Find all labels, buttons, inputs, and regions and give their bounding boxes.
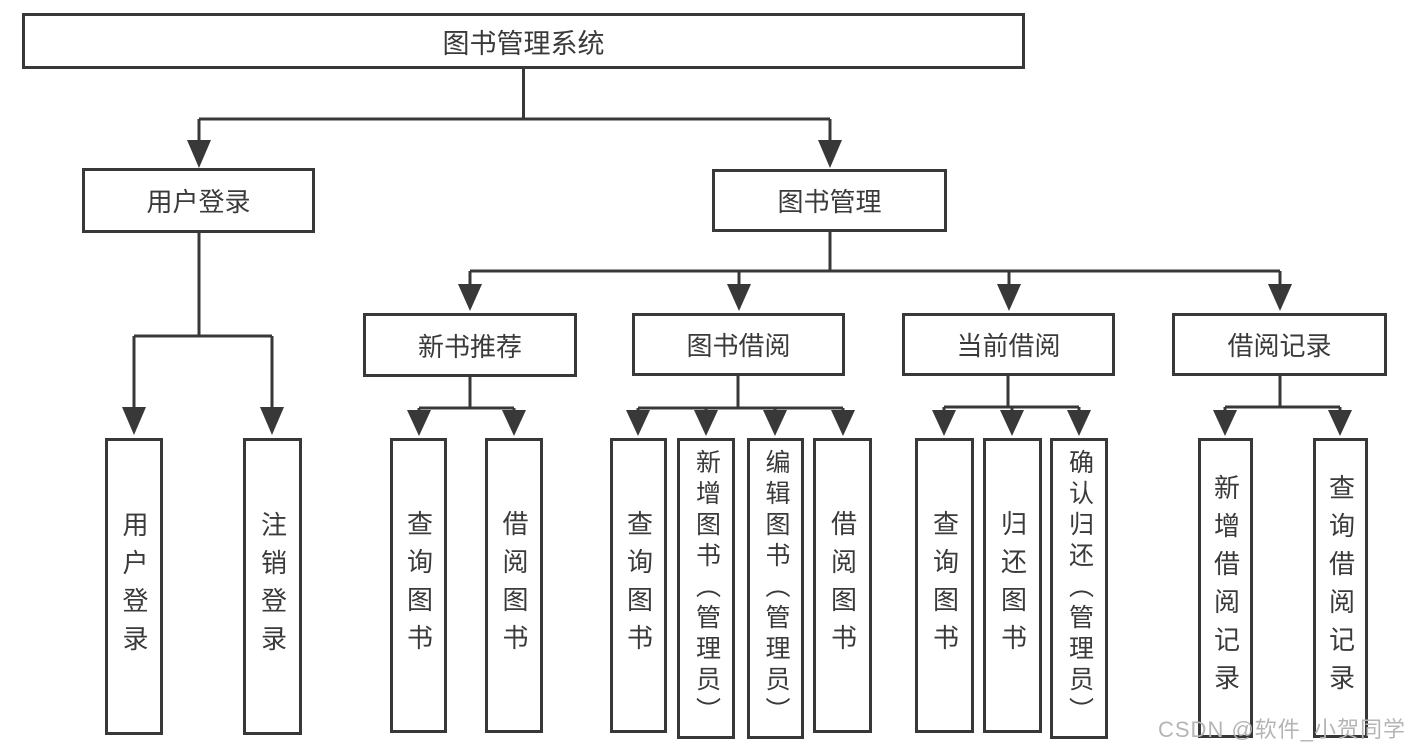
node-book-borrow: 图书借阅: [632, 313, 845, 376]
leaf-add-borrow-record-label: 新增借阅记录: [1210, 474, 1241, 702]
leaf-query-borrow-record-label: 查询借阅记录: [1325, 474, 1356, 702]
node-user-login: 用户登录: [82, 168, 315, 233]
leaf-add-borrow-record: 新增借阅记录: [1198, 438, 1253, 738]
leaf-user-login: 用户登录: [105, 438, 163, 735]
leaf-add-book-admin-label: 新增图书（管理员）: [692, 449, 721, 728]
leaf-edit-book-admin-label: 编辑图书（管理员）: [762, 449, 790, 728]
leaf-query-books-recommend: 查询图书: [390, 438, 447, 733]
leaf-query-books-current-label: 查询图书: [929, 509, 960, 662]
leaf-user-login-label: 用户登录: [119, 510, 149, 663]
leaf-query-books-current: 查询图书: [915, 438, 974, 733]
node-library-management-system: 图书管理系统: [22, 13, 1025, 69]
leaf-query-borrow-record: 查询借阅记录: [1313, 438, 1368, 738]
leaf-add-book-admin: 新增图书（管理员）: [677, 438, 735, 739]
leaf-edit-book-admin: 编辑图书（管理员）: [747, 438, 804, 739]
leaf-confirm-return-admin-label: 确认归还（管理员）: [1065, 449, 1094, 728]
leaf-query-books-borrow-label: 查询图书: [623, 509, 654, 662]
leaf-query-books-recommend-label: 查询图书: [403, 509, 434, 662]
leaf-confirm-return-admin: 确认归还（管理员）: [1050, 438, 1108, 739]
leaf-borrow-books: 借阅图书: [813, 438, 872, 733]
node-book-management: 图书管理: [712, 169, 947, 232]
leaf-return-book-label: 归还图书: [997, 509, 1028, 662]
leaf-logout-label: 注销登录: [257, 510, 288, 663]
leaf-borrow-books-recommend-label: 借阅图书: [499, 509, 529, 662]
node-current-borrow: 当前借阅: [902, 313, 1115, 376]
leaf-borrow-books-recommend: 借阅图书: [485, 438, 543, 733]
leaf-return-book: 归还图书: [983, 438, 1042, 733]
leaf-query-books-borrow: 查询图书: [610, 438, 667, 733]
leaf-borrow-books-label: 借阅图书: [827, 509, 858, 662]
node-borrow-records: 借阅记录: [1172, 313, 1387, 376]
node-new-book-recommend: 新书推荐: [363, 313, 577, 377]
watermark: CSDN @软件_小贺同学: [1158, 717, 1405, 742]
leaf-logout: 注销登录: [243, 438, 302, 735]
